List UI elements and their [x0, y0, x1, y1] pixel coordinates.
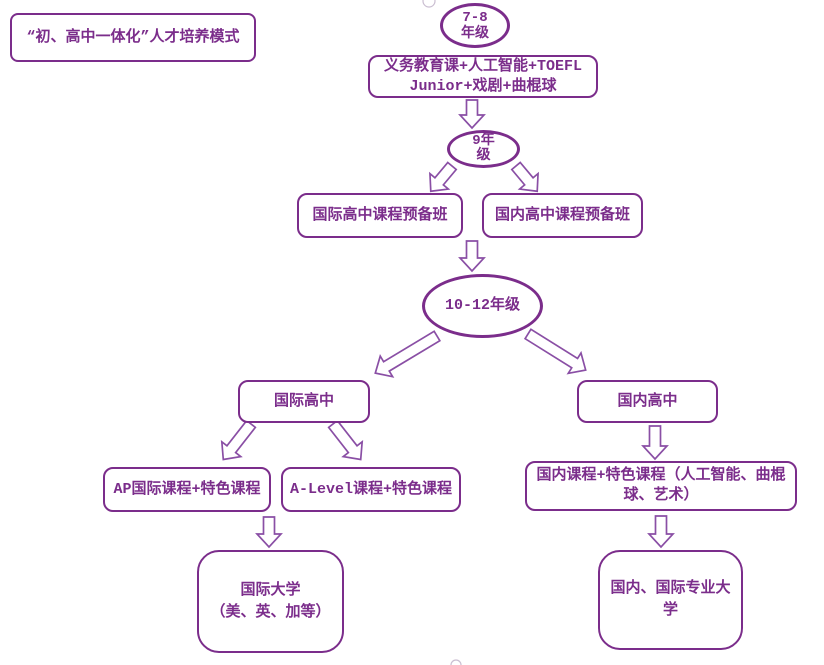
title-box: “初、高中一体化”人才培养模式 — [10, 13, 256, 62]
node-label: 学 — [662, 602, 678, 619]
node-label: 国际大学 — [240, 581, 301, 599]
node-label: 义务教育课+人工智能+TOEFL — [383, 57, 582, 75]
handle-circle-bottom — [450, 659, 462, 665]
node-label: 7-8 — [462, 9, 488, 26]
node-domestic-university: 国内、国际专业大 学 — [598, 550, 743, 650]
node-label: 国际高中课程预备班 — [312, 206, 448, 224]
node-label: 球、艺术） — [623, 487, 699, 504]
node-label: 9年 — [472, 133, 495, 149]
node-alevel-course: A-Level课程+特色课程 — [281, 467, 461, 512]
node-label: 10-12年级 — [444, 297, 520, 314]
node-grade-10-12: 10-12年级 — [422, 274, 543, 338]
node-label: Junior+戏剧+曲棍球 — [409, 77, 557, 95]
node-label: 国内、国际专业大 — [610, 580, 731, 597]
node-grade-9: 9年 级 — [447, 130, 520, 168]
node-label: 国际高中 — [273, 392, 334, 410]
arrow-intl-high-to-ap — [220, 419, 257, 461]
node-label: 国内高中课程预备班 — [494, 206, 630, 224]
node-label: 国内课程+特色课程（人工智能、曲棍 — [536, 467, 786, 484]
arrow-domestic-high-to-domestic-course — [641, 425, 669, 461]
arrow-grade10-12-to-intl-high — [374, 330, 441, 378]
node-compulsory-courses: 义务教育课+人工智能+TOEFL Junior+戏剧+曲棍球 — [368, 55, 598, 98]
node-label: 级 — [476, 148, 491, 164]
handle-circle-top — [422, 0, 436, 8]
node-intl-prep: 国际高中课程预备班 — [297, 193, 463, 238]
arrow-grade10-12-to-domestic-high — [523, 328, 587, 375]
node-label: 国内高中 — [617, 392, 678, 410]
node-domestic-high: 国内高中 — [577, 380, 718, 423]
arrow-intl-high-to-alevel — [327, 419, 364, 461]
node-label: 年级 — [461, 25, 489, 42]
node-domestic-prep: 国内高中课程预备班 — [482, 193, 643, 238]
page-title: “初、高中一体化”人才培养模式 — [26, 28, 240, 46]
node-ap-course: AP国际课程+特色课程 — [103, 467, 271, 512]
node-label: A-Level课程+特色课程 — [289, 480, 452, 498]
node-grade-7-8: 7-8 年级 — [440, 3, 510, 48]
node-intl-high: 国际高中 — [238, 380, 370, 423]
arrow-to-intl-university — [255, 516, 283, 549]
node-domestic-course: 国内课程+特色课程（人工智能、曲棍 球、艺术） — [525, 461, 797, 511]
node-label: （美、英、加等） — [210, 603, 331, 621]
node-intl-university: 国际大学 （美、英、加等） — [197, 550, 344, 653]
arrow-to-domestic-university — [647, 515, 675, 549]
arrow-down-to-grade10-12 — [458, 240, 486, 273]
arrow-down-to-grade9 — [458, 99, 486, 130]
node-label: AP国际课程+特色课程 — [113, 480, 261, 498]
